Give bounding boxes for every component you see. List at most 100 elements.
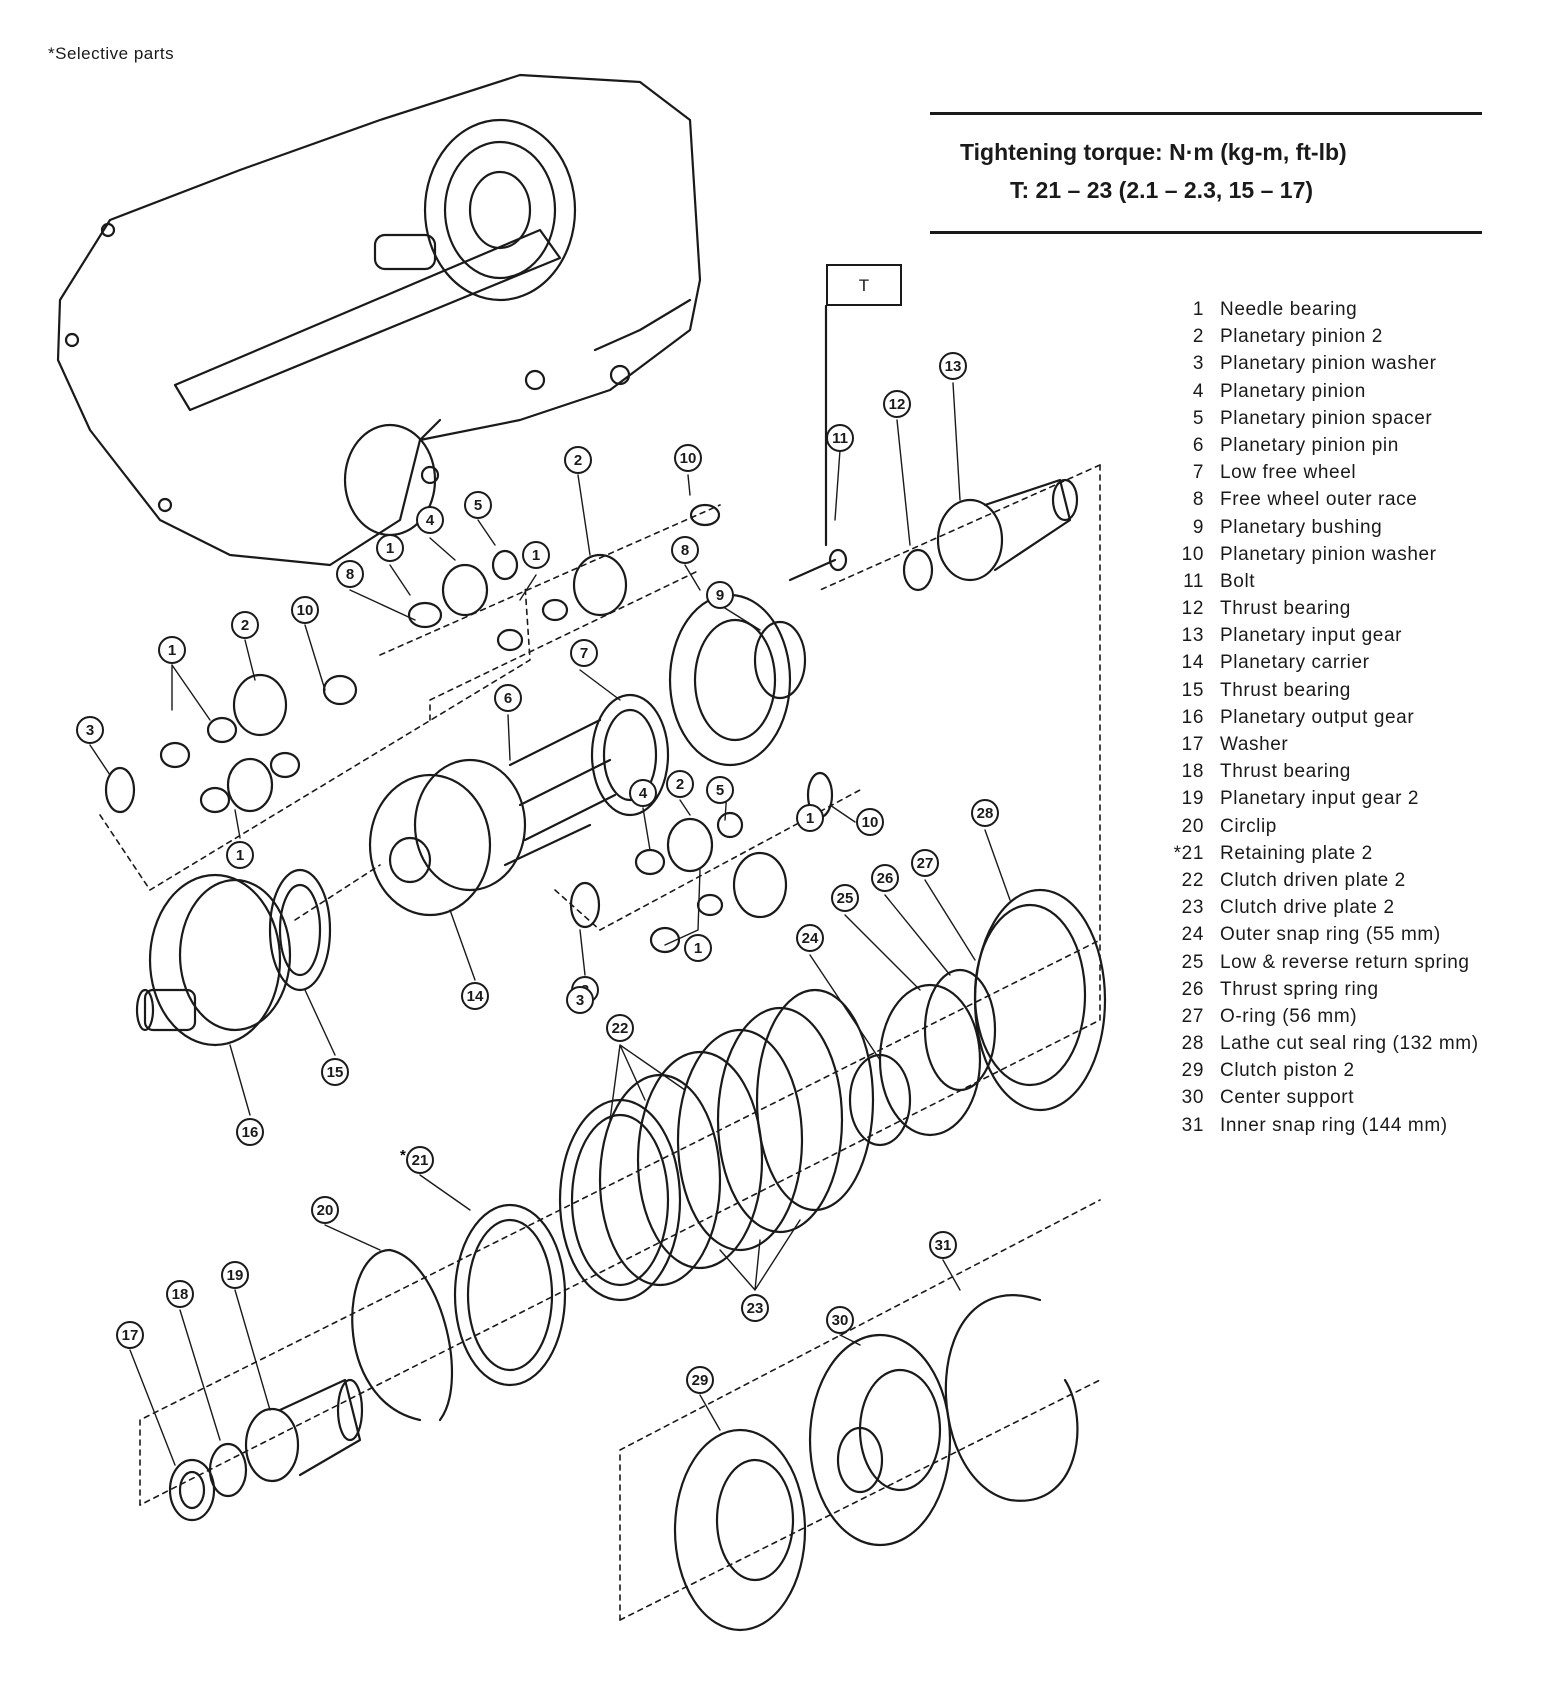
- callout-circle: [76, 716, 104, 744]
- callout-circle: [570, 639, 598, 667]
- callout-markers: 1111112223334455678891010101112131415161…: [76, 352, 999, 1394]
- callout-circle: [464, 491, 492, 519]
- legend-item-name: Planetary carrier: [1220, 652, 1370, 674]
- callout-label: 8: [346, 566, 354, 583]
- callout-marker: 5: [706, 776, 734, 804]
- callout-marker: 13: [939, 352, 967, 380]
- callout-marker: 16: [236, 1118, 264, 1146]
- legend-item-name: Thrust bearing: [1220, 761, 1351, 783]
- callout-marker: 3: [76, 716, 104, 744]
- callout-circle: [158, 636, 186, 664]
- callout-label: 31: [935, 1237, 952, 1254]
- callout-marker: 24: [796, 924, 824, 952]
- callout-circle: [826, 424, 854, 452]
- callout-circle: [226, 841, 254, 869]
- clutch-piston-drawing: [673, 1428, 807, 1632]
- callout-label: 1: [168, 642, 176, 659]
- legend-item-name: Planetary pinion spacer: [1220, 407, 1433, 429]
- callout-circle: [376, 534, 404, 562]
- callout-label: 28: [977, 805, 994, 822]
- legend-item: 18 Thrust bearing: [1168, 758, 1558, 785]
- callout-marker: 8: [671, 536, 699, 564]
- legend-item: 24 Outer snap ring (55 mm): [1168, 921, 1558, 948]
- legend-item-number: 27: [1181, 1005, 1204, 1027]
- callout-marker: 6: [494, 684, 522, 712]
- callout-circle: [236, 1118, 264, 1146]
- torque-marker-box: T: [826, 264, 902, 306]
- callout-label: 7: [580, 645, 588, 662]
- legend-item-name: Planetary bushing: [1220, 516, 1383, 538]
- callout-marker: 22: [606, 1014, 634, 1042]
- callout-marker: 1: [376, 534, 404, 562]
- callout-marker: 21: [406, 1146, 434, 1174]
- callout-circle: [494, 684, 522, 712]
- callout-label: 5: [716, 782, 724, 799]
- callout-label: 2: [574, 452, 582, 469]
- callout-label: 27: [917, 855, 934, 872]
- legend-item-number: 30: [1181, 1087, 1204, 1109]
- legend-item-number: 28: [1181, 1033, 1204, 1055]
- pinion-group-left: [104, 673, 358, 814]
- legend-item-number: 18: [1181, 761, 1204, 783]
- legend-item-number: 8: [1192, 489, 1204, 511]
- callout-label: 24: [802, 930, 819, 947]
- legend-item-name: Planetary pinion pin: [1220, 434, 1399, 456]
- legend-item-number: 17: [1181, 734, 1204, 755]
- legend-item-number: 4: [1192, 380, 1204, 402]
- callout-label: 1: [236, 847, 244, 864]
- callout-circle: [336, 560, 364, 588]
- callout-circle: [406, 1146, 434, 1174]
- legend-item-name: Retaining plate 2: [1220, 842, 1373, 864]
- legend-item-name: Planetary output gear: [1220, 706, 1415, 728]
- callout-marker: 12: [883, 390, 911, 418]
- pinion-group-upper: [407, 503, 721, 652]
- callout-label: 15: [327, 1064, 344, 1081]
- callout-circle: [911, 849, 939, 877]
- legend-item-number: 24: [1181, 924, 1204, 946]
- legend-item-number: 6: [1192, 434, 1204, 456]
- callout-label: 3: [86, 722, 94, 739]
- callout-circle: [706, 776, 734, 804]
- callout-circle: [166, 1280, 194, 1308]
- callout-label: 13: [945, 358, 962, 375]
- callout-marker: 1: [158, 636, 186, 664]
- callout-marker: 10: [674, 444, 702, 472]
- callout-circle: [116, 1321, 144, 1349]
- legend-item-number: 11: [1183, 570, 1204, 592]
- legend-item: 6 Planetary pinion pin: [1168, 432, 1558, 459]
- tightening-torque-box: Tightening torque: N·m (kg-m, ft-lb) T: …: [930, 112, 1482, 234]
- callout-circle: [856, 808, 884, 836]
- legend-item-name: Outer snap ring (55 mm): [1220, 924, 1441, 946]
- callout-label: 8: [681, 542, 689, 559]
- legend-item-name: Thrust bearing: [1220, 679, 1351, 701]
- callout-label: 25: [837, 890, 854, 907]
- callout-circle: [416, 506, 444, 534]
- callout-label: 4: [639, 785, 648, 802]
- callout-circle: [684, 934, 712, 962]
- legend-item-name: Planetary pinion: [1220, 380, 1366, 402]
- callout-marker: 2: [564, 446, 592, 474]
- callout-marker: 1: [796, 804, 824, 832]
- legend-item-number: 9: [1192, 516, 1204, 538]
- callout-circle: [741, 1294, 769, 1322]
- clutch-pack-drawing: [558, 988, 875, 1302]
- callout-circle: [564, 446, 592, 474]
- legend-item-number: 16: [1181, 706, 1204, 728]
- callout-label: 11: [832, 430, 848, 447]
- legend-item-name: Clutch drive plate 2: [1220, 897, 1395, 919]
- torque-title: Tightening torque: N·m (kg-m, ft-lb): [960, 139, 1347, 165]
- legend-item-name: O-ring (56 mm): [1220, 1005, 1358, 1027]
- legend-item-number: 25: [1181, 951, 1204, 973]
- callout-label: 20: [317, 1202, 334, 1219]
- legend-item: 27 O-ring (56 mm): [1168, 1003, 1558, 1030]
